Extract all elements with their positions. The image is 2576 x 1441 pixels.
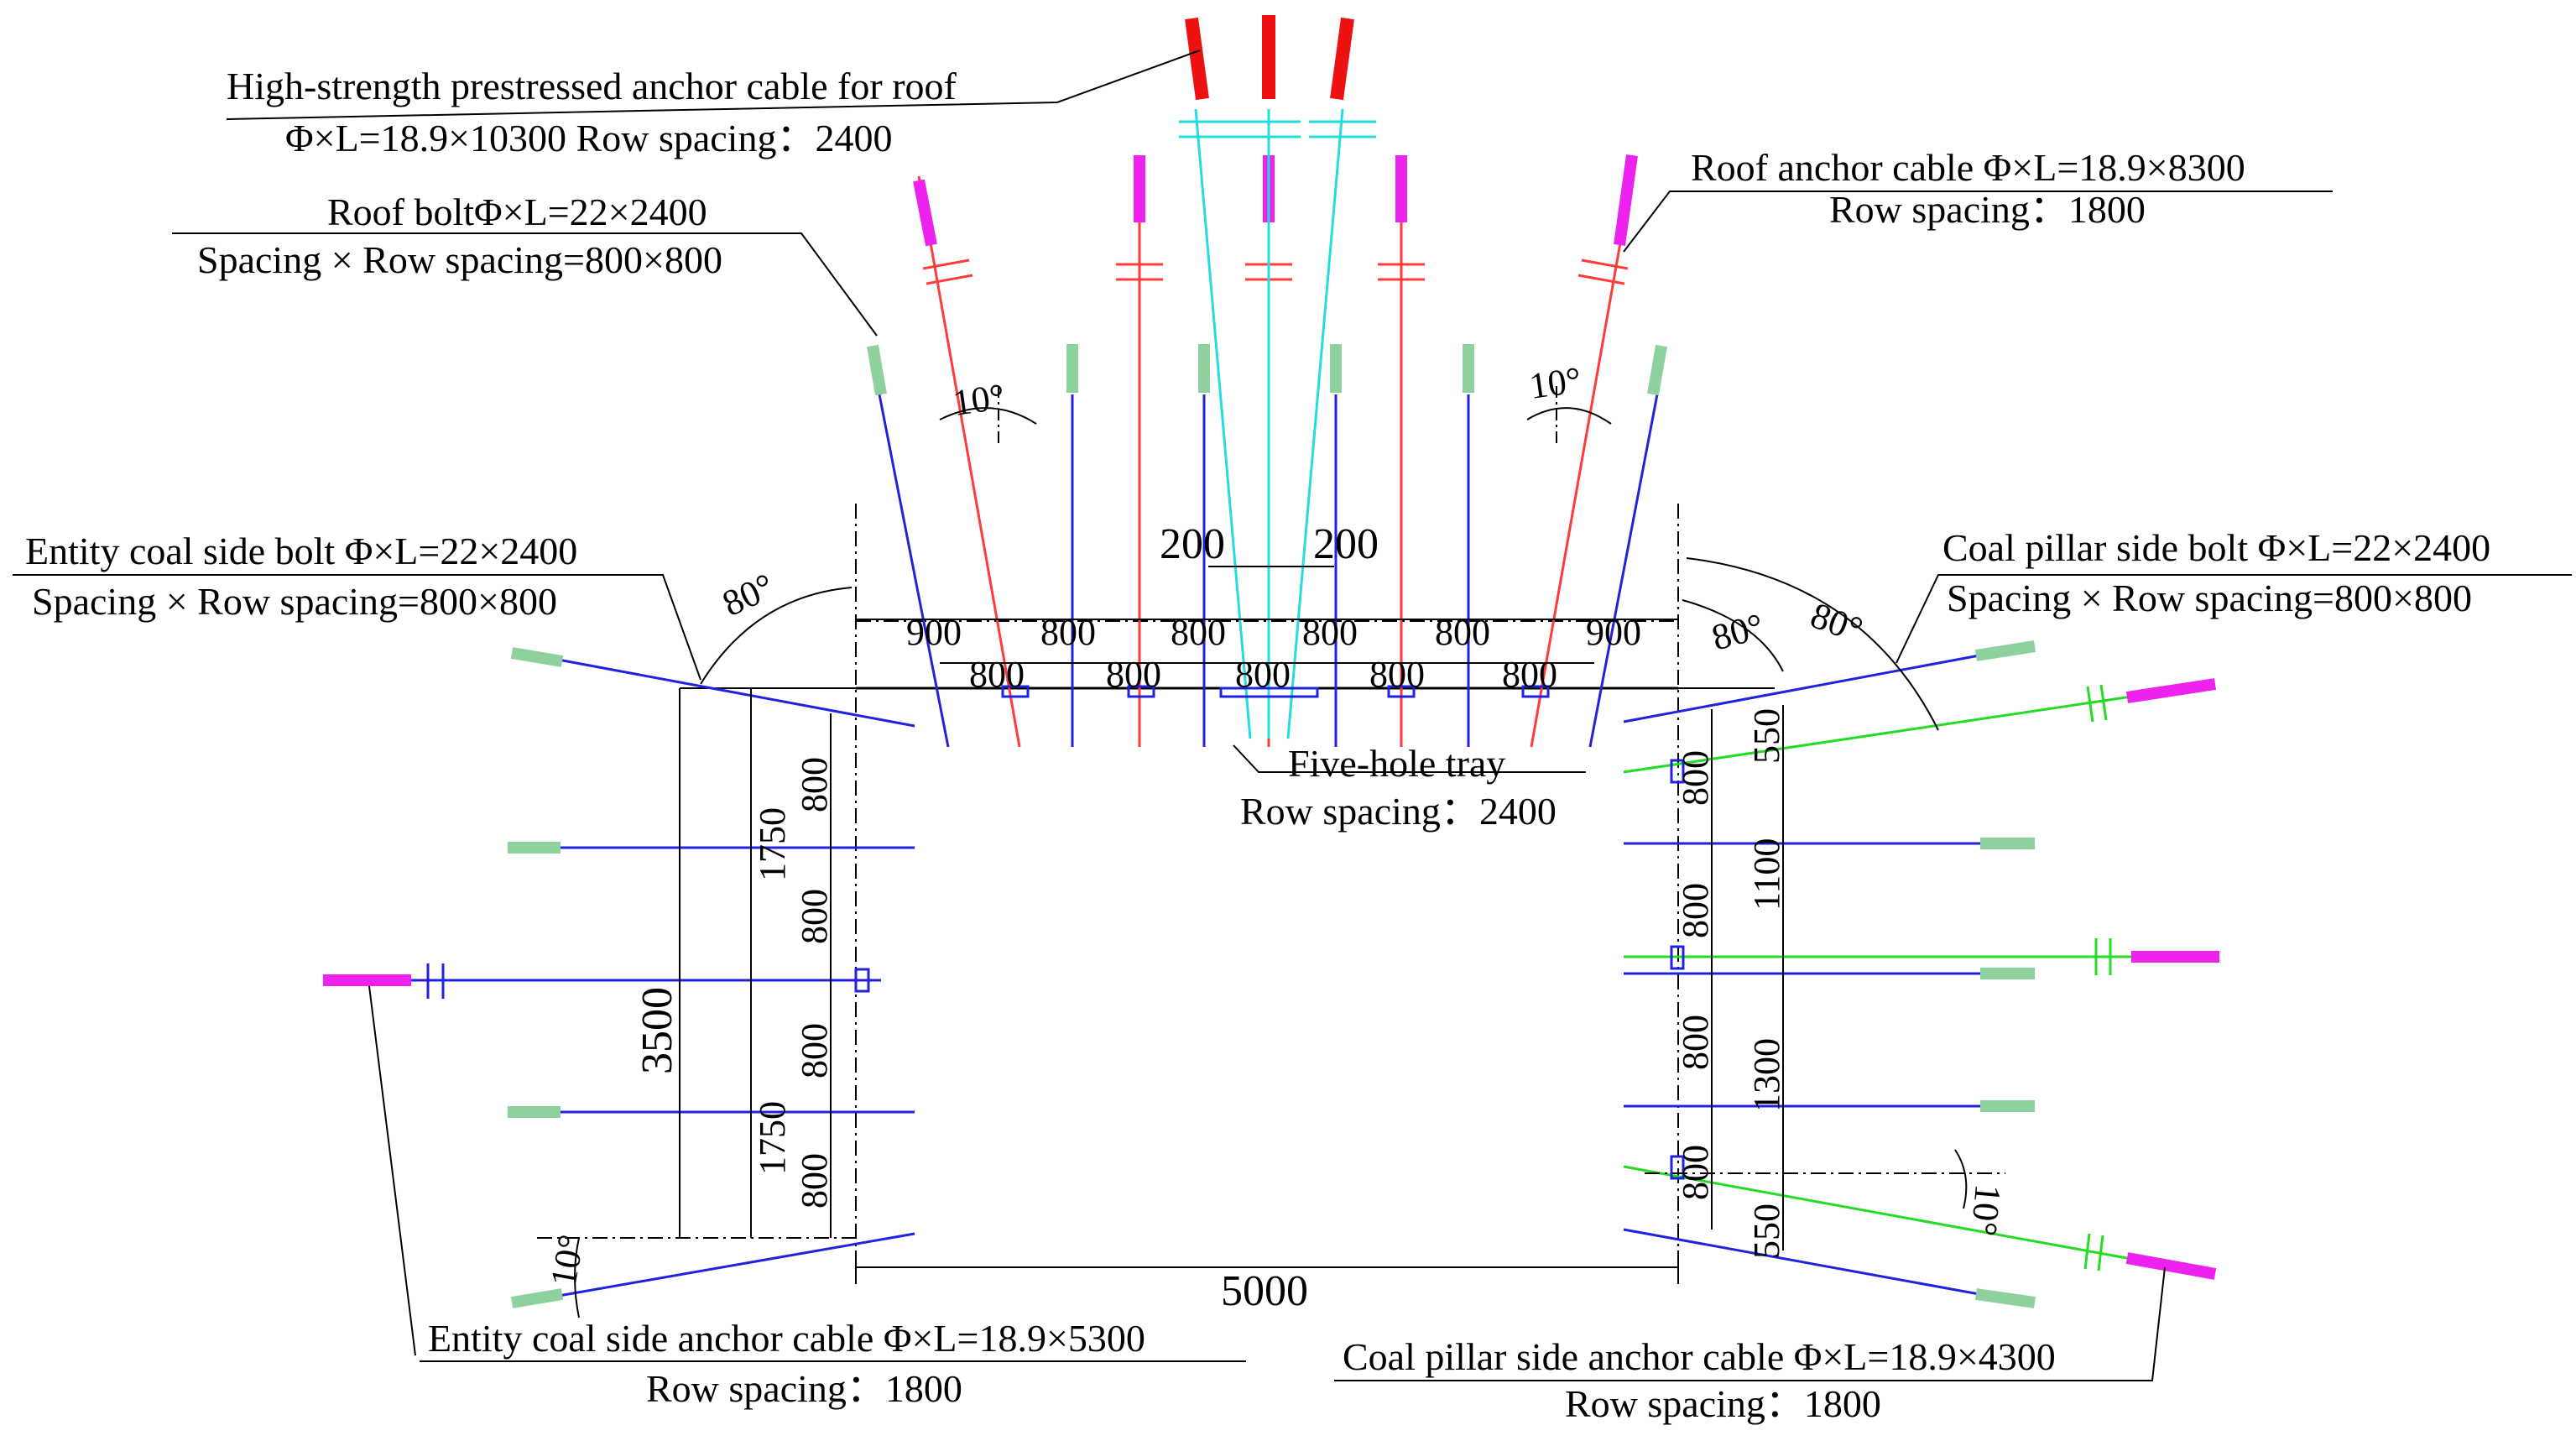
entity-cable-spec: Row spacing：1800 bbox=[646, 1367, 962, 1410]
dim-right-spacing: 800 bbox=[1675, 883, 1716, 938]
dimension-labels: 200 200 900 800 800 800 800 900 800 800 … bbox=[634, 520, 1787, 1315]
entity-side-bolts bbox=[553, 657, 915, 1298]
entity-bolt-spec: Spacing × Row spacing=800×800 bbox=[32, 580, 557, 623]
roof-trays bbox=[1001, 685, 1550, 698]
angle-floor-left: 10° bbox=[543, 1232, 592, 1290]
pillar-side-anchor-cables bbox=[1623, 678, 2219, 1280]
roof-high-cable-spec: Φ×L=18.9×10300 Row spacing：2400 bbox=[285, 117, 892, 159]
pillar-cable-title: Coal pillar side anchor cable Φ×L=18.9×4… bbox=[1343, 1335, 2056, 1378]
angle-roof-right: 10° bbox=[1527, 359, 1584, 407]
pillar-side-bolts bbox=[1623, 651, 1994, 1298]
roof-bolt-spec: Spacing × Row spacing=800×800 bbox=[197, 238, 722, 281]
dim-right-outer: 1300 bbox=[1746, 1038, 1787, 1112]
dim-right-spacing: 800 bbox=[1675, 1145, 1716, 1200]
dim-left-spacing: 800 bbox=[794, 889, 835, 944]
roof-cable-title: Roof anchor cable Φ×L=18.9×8300 bbox=[1691, 146, 2245, 189]
dim-right-outer: 550 bbox=[1746, 1203, 1787, 1259]
entity-cable-title: Entity coal side anchor cable Φ×L=18.9×5… bbox=[428, 1317, 1145, 1360]
dim-roof-bottom: 800 bbox=[969, 654, 1025, 695]
annotation-labels: High-strength prestressed anchor cable f… bbox=[25, 65, 2490, 1425]
dim-right-spacing: 800 bbox=[1675, 750, 1716, 806]
dim-roof-bottom: 800 bbox=[1369, 654, 1425, 695]
entity-side-bolt-heads bbox=[508, 647, 564, 1308]
five-hole-tray bbox=[1219, 687, 1319, 698]
roof-anchor-cable-head bbox=[913, 179, 937, 247]
roof-anchor-cable bbox=[1116, 176, 1163, 747]
roof-bolt-head bbox=[867, 344, 887, 396]
dimension-lines bbox=[537, 566, 2005, 1284]
tray-spec: Row spacing：2400 bbox=[1240, 790, 1557, 833]
high-strength-roof-cables bbox=[1179, 15, 1376, 739]
dim-left-half: 1750 bbox=[752, 1101, 793, 1175]
dim-roof-top: 800 bbox=[1040, 612, 1096, 653]
dim-left-spacing: 800 bbox=[794, 1153, 835, 1209]
angle-arcs bbox=[574, 386, 1968, 1318]
entity-bolt-title: Entity coal side bolt Φ×L=22×2400 bbox=[25, 530, 577, 572]
roof-high-cable-title: High-strength prestressed anchor cable f… bbox=[227, 65, 957, 107]
entity-side-bolt bbox=[553, 1232, 915, 1298]
roof-bolts bbox=[878, 394, 1659, 748]
dim-left-spacing: 800 bbox=[794, 1023, 835, 1078]
dim-roof-top: 800 bbox=[1435, 612, 1490, 653]
dim-width: 5000 bbox=[1221, 1267, 1308, 1315]
roof-anchor-cable bbox=[1530, 175, 1634, 748]
entity-side-bolt bbox=[553, 657, 915, 728]
high-strength-cable-head bbox=[1185, 17, 1209, 101]
roof-bolt-title: Roof boltΦ×L=22×2400 bbox=[327, 191, 707, 233]
dim-right-spacing: 800 bbox=[1675, 1015, 1716, 1070]
pillar-side-anchor-cable bbox=[1623, 1165, 2132, 1261]
angle-corner-right-outer: 80° bbox=[1806, 594, 1869, 650]
dim-right-outer: 550 bbox=[1746, 708, 1787, 764]
dim-roof-top: 900 bbox=[1586, 612, 1641, 653]
dim-roof-bottom: 800 bbox=[1235, 654, 1291, 695]
angle-roof-left: 10° bbox=[951, 376, 1008, 424]
roof-bolt bbox=[1588, 394, 1659, 748]
leader-lines bbox=[13, 50, 2572, 1381]
dim-left-spacing: 800 bbox=[794, 757, 835, 812]
angle-corner-right-inner: 80° bbox=[1708, 605, 1768, 658]
dim-gap-right: 200 bbox=[1313, 520, 1379, 568]
high-strength-cable bbox=[1238, 109, 1301, 739]
pillar-side-trays bbox=[1670, 759, 1685, 1180]
pillar-cable-spec: Row spacing：1800 bbox=[1565, 1382, 1881, 1425]
pillar-bolt-title: Coal pillar side bolt Φ×L=22×2400 bbox=[1942, 526, 2490, 569]
roof-cable-spec: Row spacing：1800 bbox=[1829, 188, 2146, 231]
dim-roof-top: 800 bbox=[1302, 612, 1358, 653]
roof-bolt-head bbox=[1647, 344, 1667, 396]
dim-left-half: 1750 bbox=[752, 807, 793, 881]
dim-roof-top: 900 bbox=[906, 612, 962, 653]
entity-side-anchor-cable bbox=[323, 963, 881, 999]
high-strength-cable bbox=[1179, 108, 1252, 739]
pillar-side-bolt-heads bbox=[1974, 640, 2036, 1308]
angle-floor-right: 10° bbox=[1963, 1183, 2009, 1238]
pillar-side-anchor-cable bbox=[1623, 695, 2132, 774]
pillar-bolt-spec: Spacing × Row spacing=800×800 bbox=[1947, 577, 2472, 619]
pillar-side-bolt bbox=[1623, 651, 1994, 723]
roof-anchor-cables bbox=[913, 154, 1638, 748]
dim-roof-bottom: 800 bbox=[1106, 654, 1161, 695]
angle-corner-left: 80° bbox=[717, 566, 781, 624]
dim-roof-bottom: 800 bbox=[1502, 654, 1557, 695]
roof-bolt-heads bbox=[867, 344, 1667, 396]
roof-anchor-cable bbox=[1378, 176, 1425, 747]
high-strength-cable bbox=[1286, 108, 1376, 739]
roof-anchor-cable-head bbox=[1614, 154, 1638, 246]
dim-height: 3500 bbox=[634, 987, 681, 1074]
dim-roof-top: 800 bbox=[1171, 612, 1226, 653]
pillar-side-bolt bbox=[1623, 1228, 1994, 1298]
dim-right-outer: 1100 bbox=[1746, 838, 1787, 911]
dim-gap-left: 200 bbox=[1160, 520, 1225, 568]
high-strength-cable-head bbox=[1330, 17, 1354, 101]
roof-anchor-cable bbox=[917, 175, 1021, 748]
roof-bolt bbox=[878, 394, 950, 748]
tray-title: Five-hole tray bbox=[1288, 742, 1505, 785]
